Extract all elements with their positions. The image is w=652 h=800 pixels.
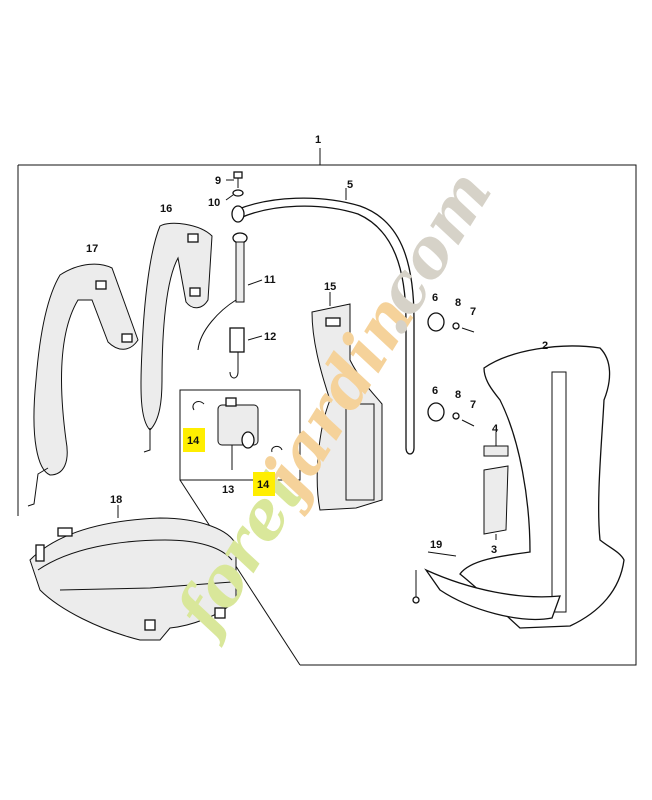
callout-4: 4 bbox=[492, 423, 499, 435]
back-plate bbox=[424, 345, 625, 629]
tube-clamps bbox=[427, 312, 475, 427]
callout-5: 5 bbox=[347, 179, 353, 191]
callout-6b: 6 bbox=[432, 385, 438, 397]
callout-11: 11 bbox=[264, 274, 276, 286]
highlight-box bbox=[183, 428, 205, 452]
shoulder-strap-left bbox=[27, 263, 139, 507]
callout-19: 19 bbox=[430, 539, 442, 551]
hanger-strap bbox=[197, 232, 263, 351]
support-tube bbox=[231, 188, 415, 455]
callout-15: 15 bbox=[324, 281, 336, 293]
hip-belt bbox=[29, 505, 237, 641]
callout-17: 17 bbox=[86, 243, 98, 255]
callout-12: 12 bbox=[264, 331, 276, 343]
callout-18: 18 bbox=[110, 494, 122, 506]
callout-13: 13 bbox=[222, 484, 234, 496]
callout-14a: 14 bbox=[187, 435, 200, 447]
callout-10: 10 bbox=[208, 197, 220, 209]
snap-hook bbox=[229, 327, 263, 379]
main-frame bbox=[17, 148, 637, 666]
screw bbox=[412, 551, 457, 604]
highlight-box bbox=[253, 472, 275, 496]
callout-14b: 14 bbox=[257, 479, 270, 491]
watermark-part3: .com bbox=[347, 156, 507, 347]
bolt-and-washer bbox=[225, 171, 244, 201]
callout-1: 1 bbox=[315, 134, 321, 146]
callout-9: 9 bbox=[215, 175, 221, 187]
callout-7a: 7 bbox=[470, 306, 476, 318]
quick-release-buckle bbox=[192, 397, 283, 470]
callout-6a: 6 bbox=[432, 292, 438, 304]
callout-8b: 8 bbox=[455, 389, 461, 401]
callout-3: 3 bbox=[491, 544, 497, 556]
callout-7b: 7 bbox=[470, 399, 476, 411]
watermark: foret jardin .com bbox=[158, 156, 507, 649]
callout-8a: 8 bbox=[455, 297, 461, 309]
plate-straps bbox=[483, 432, 509, 540]
callout-2: 2 bbox=[542, 340, 548, 352]
callout-16: 16 bbox=[160, 203, 172, 215]
back-pad bbox=[311, 292, 383, 511]
callouts: 1 2 3 4 5 6 6 7 7 8 8 9 10 11 12 13 14 1… bbox=[86, 134, 548, 556]
shoulder-strap-right bbox=[140, 222, 213, 453]
